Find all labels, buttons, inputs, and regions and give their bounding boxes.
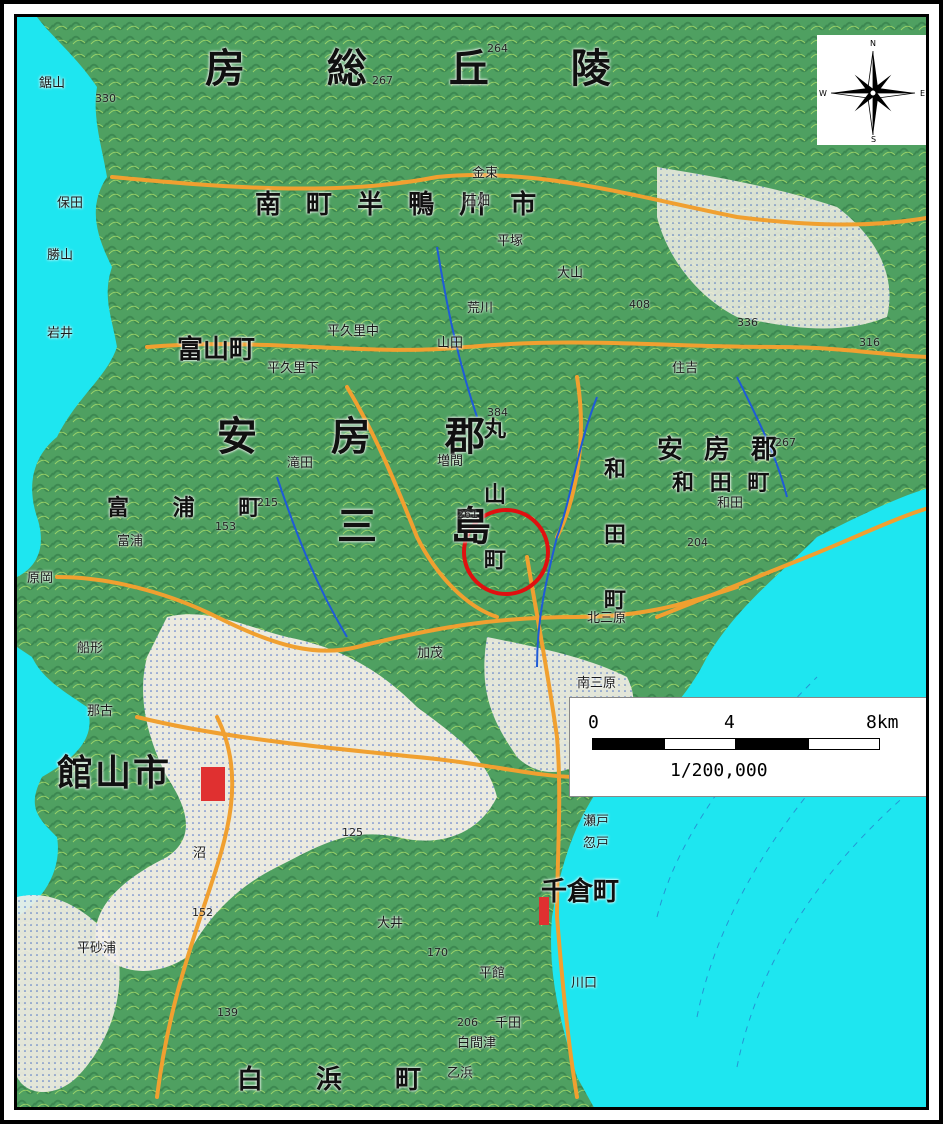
label-wada-vertical: 和 田 町 (600, 457, 626, 629)
place-label: 忽戸 (583, 836, 610, 851)
label-tomiura: 富 浦 町 (107, 495, 279, 521)
compass-east: E (920, 89, 926, 98)
place-label: 川口 (571, 976, 598, 991)
elevation-label: 336 (737, 316, 758, 329)
label-kamogawa: 南 町 半 鴨 川 市 (255, 190, 545, 220)
place-label: 山田 (437, 336, 464, 351)
compass-south: S (871, 135, 877, 144)
chikura-center (539, 897, 549, 925)
urban-tateyama (95, 614, 497, 971)
compass-rose: N S E W (817, 35, 926, 145)
place-label: 瀬戸 (583, 814, 610, 829)
place-label: 平塚 (497, 234, 524, 249)
place-label: 石畑 (464, 194, 491, 209)
place-label: 増間 (437, 454, 464, 469)
place-label: 南三原 (577, 676, 617, 691)
label-shirahama: 白 浜 町 (237, 1065, 444, 1095)
elevation-label: 125 (342, 826, 363, 839)
place-label: 金束 (472, 166, 499, 181)
urban-plain-southwest (17, 895, 120, 1092)
elevation-label: 170 (427, 946, 448, 959)
place-label: 保田 (57, 196, 84, 211)
label-tomiyama: 富山町 (177, 335, 256, 365)
elevation-label: 267 (372, 74, 393, 87)
place-label: 平館 (479, 966, 506, 981)
scale-ratio: 1/200,000 (670, 760, 768, 781)
scale-segment (808, 738, 880, 750)
elevation-label: 152 (192, 906, 213, 919)
elevation-label: 267 (775, 436, 796, 449)
scale-mid: 4 (724, 712, 735, 733)
map-canvas[interactable]: 房 総 丘 陵 南 町 半 鴨 川 市 安 房 郡 安 房 郡 和 田 町 富山… (14, 14, 929, 1110)
place-label: 沼 (193, 846, 207, 861)
location-marker-circle[interactable] (462, 508, 550, 596)
place-label: 大井 (377, 916, 404, 931)
label-marumachi: 丸 山 町 (480, 417, 506, 589)
place-label: 和田 (717, 496, 744, 511)
place-label: 北三原 (587, 611, 627, 626)
place-label: 富浦 (117, 534, 144, 549)
place-label: 鋸山 (39, 76, 66, 91)
elevation-label: 408 (629, 298, 650, 311)
label-abo-gun-east: 安 房 郡 (657, 435, 784, 465)
place-label: 乙浜 (447, 1066, 474, 1081)
label-abo-gun-west: 安 房 郡 (217, 413, 515, 460)
scale-bar: 0 4 8km 1/200,000 (569, 697, 926, 797)
elevation-label: 384 (487, 406, 508, 419)
place-label: 原岡 (27, 571, 54, 586)
scale-segment (664, 738, 736, 750)
place-label: 平砂浦 (77, 941, 117, 956)
label-miyoshi: 三 島 (337, 503, 521, 550)
elevation-label: 316 (859, 336, 880, 349)
place-label: 荒川 (467, 301, 494, 316)
label-hills: 房 総 丘 陵 (205, 45, 645, 92)
elevation-label: 215 (257, 496, 278, 509)
elevation-label: 139 (217, 1006, 238, 1019)
elevation-label: 261 (457, 508, 478, 521)
place-label: 船形 (77, 641, 104, 656)
place-label: 千田 (495, 1016, 522, 1031)
place-label: 大山 (557, 266, 584, 281)
tateyama-city-center (201, 767, 225, 801)
label-tateyama-city: 館山市 (57, 752, 172, 794)
scale-end: 8km (866, 712, 899, 733)
compass-north: N (870, 39, 876, 48)
place-label: 住吉 (672, 361, 699, 376)
compass-star-icon (830, 50, 916, 136)
elevation-label: 264 (487, 42, 508, 55)
scale-segment (736, 738, 808, 750)
topographic-map (17, 17, 926, 1107)
place-label: 平久里下 (267, 361, 320, 376)
elevation-label: 153 (215, 520, 236, 533)
place-label: 滝田 (287, 456, 314, 471)
urban-plain-north (657, 167, 890, 329)
place-label: 白間津 (457, 1036, 497, 1051)
label-wadamachi: 和 田 町 (672, 470, 774, 496)
elevation-label: 204 (687, 536, 708, 549)
scale-segment (592, 738, 664, 750)
road-network (55, 173, 926, 1099)
compass-west: W (819, 89, 827, 98)
place-label: 岩井 (47, 326, 74, 341)
place-label: 平久里中 (327, 324, 380, 339)
elevation-label: 330 (95, 92, 116, 105)
scale-start: 0 (588, 712, 599, 733)
elevation-label: 206 (457, 1016, 478, 1029)
place-label: 勝山 (47, 248, 74, 263)
place-label: 加茂 (417, 646, 444, 661)
river-network (276, 246, 788, 668)
label-chikura: 千倉町 (541, 877, 620, 907)
place-label: 那古 (87, 704, 114, 719)
